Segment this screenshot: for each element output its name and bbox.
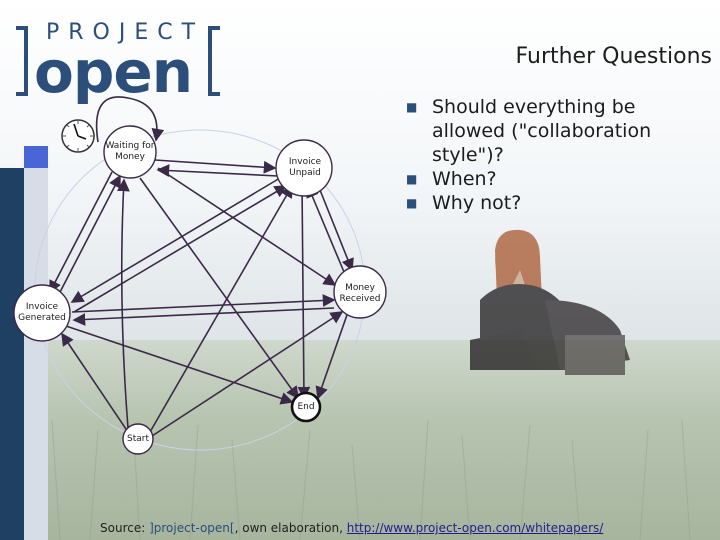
- arrow-waiting-self: [95, 96, 165, 143]
- arrow-waiting-generated: [49, 171, 113, 294]
- node-label-waiting: Waiting for Money: [105, 141, 155, 162]
- bullet-item: ■ Should everything be allowed ("collabor…: [404, 95, 714, 167]
- project-open-logo: PROJECT open: [10, 18, 250, 108]
- bullet-text: When?: [432, 168, 497, 190]
- clock-icon: [61, 119, 95, 153]
- accent-bar-dark: [0, 168, 24, 540]
- node-start[interactable]: [122, 423, 154, 455]
- node-invoice-unpaid[interactable]: [275, 139, 333, 197]
- arrow-waiting-unpaid: [154, 159, 277, 174]
- node-label-received: Money Received: [339, 283, 381, 304]
- arrow-start-received: [151, 311, 344, 437]
- arrow-start-generated: [61, 332, 129, 433]
- logo-bracket-left: [16, 26, 28, 96]
- bullet-text: Should everything be allowed ("collabora…: [432, 96, 652, 166]
- logo-open-text: open: [34, 38, 193, 106]
- node-label-generated: Invoice Generated: [18, 302, 66, 323]
- arrow-start-waiting: [117, 178, 130, 429]
- node-end[interactable]: [290, 391, 322, 423]
- source-brand: ]project-open[: [149, 521, 235, 535]
- node-invoice-generated[interactable]: [13, 284, 71, 342]
- bullet-text: Why not?: [432, 192, 522, 214]
- arrow-waiting-received: [157, 167, 337, 286]
- square-bullet-icon: ■: [406, 196, 418, 210]
- arrow-unpaid-generated: [70, 177, 281, 303]
- bullet-item: ■ When?: [404, 167, 714, 191]
- woman-photo: [470, 229, 630, 375]
- slide-title: Further Questions: [515, 44, 712, 69]
- arrow-unpaid-received: [315, 179, 354, 272]
- arrow-waiting-end: [139, 177, 299, 400]
- node-label-end: End: [297, 402, 315, 412]
- node-waiting-for-money[interactable]: [103, 125, 157, 179]
- square-bullet-icon: ■: [406, 100, 418, 114]
- bullet-item: ■ Why not?: [404, 191, 714, 215]
- bullet-list: ■ Should everything be allowed ("collabor…: [404, 95, 714, 215]
- arrow-received-unpaid: [306, 184, 345, 273]
- accent-square: [24, 146, 48, 168]
- arrow-start-unpaid: [149, 184, 293, 433]
- node-label-unpaid: Invoice Unpaid: [288, 157, 322, 178]
- source-note: Source: ]project-open[, own elaboration,…: [100, 521, 603, 535]
- arrow-received-generated: [72, 307, 335, 326]
- source-prefix: Source:: [100, 521, 150, 535]
- source-link[interactable]: http://www.project-open.com/whitepapers/: [346, 521, 604, 535]
- arrow-received-end: [315, 311, 349, 400]
- node-label-start: Start: [127, 434, 149, 444]
- arrow-generated-unpaid: [73, 185, 288, 313]
- arrow-unpaid-end: [297, 183, 311, 400]
- arrow-generated-waiting: [57, 174, 121, 297]
- logo-bracket-right: [208, 26, 220, 96]
- accent-bar-light: [24, 168, 48, 540]
- source-middle: , own elaboration,: [234, 521, 347, 535]
- arrow-generated-end: [65, 325, 294, 405]
- node-money-received[interactable]: [333, 265, 387, 319]
- logo-project-text: PROJECT: [46, 20, 205, 45]
- arrow-generated-received: [71, 294, 336, 313]
- arrow-unpaid-waiting: [156, 164, 279, 177]
- square-bullet-icon: ■: [406, 172, 418, 186]
